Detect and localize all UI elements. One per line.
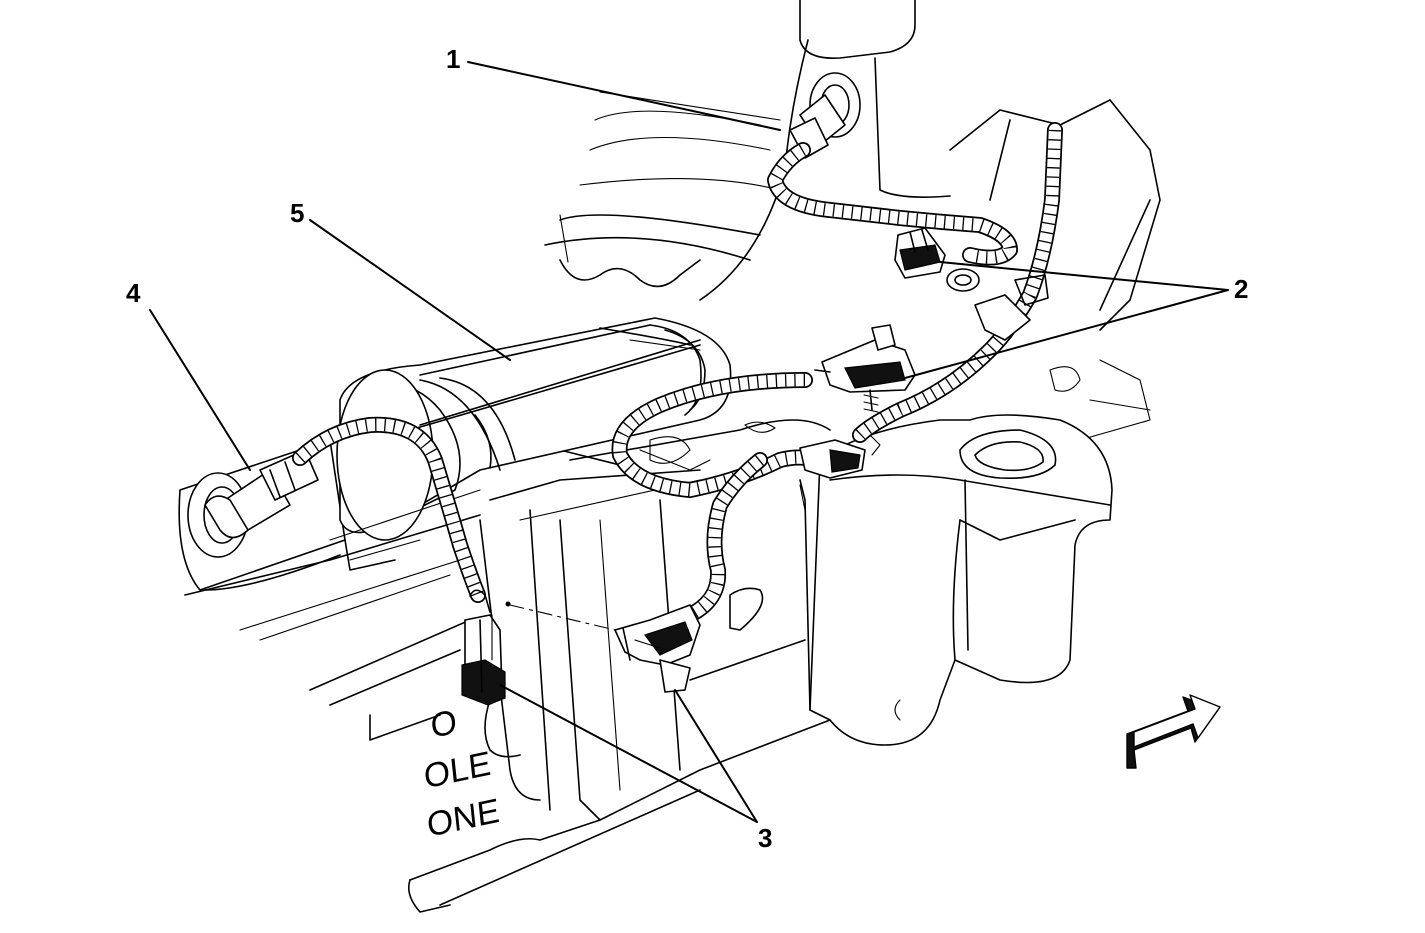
- connector-2-upper: [894, 227, 1049, 341]
- stencil-line-1: O: [429, 703, 459, 746]
- vehicle-underbody: [184, 0, 1161, 913]
- connector-3-left: [461, 589, 506, 706]
- connector-2-middle: [814, 324, 916, 413]
- callout-1: 1: [446, 44, 460, 74]
- front-direction-arrow-icon: [1126, 694, 1221, 769]
- callout-3: 3: [758, 823, 772, 853]
- callout-4: 4: [126, 278, 141, 308]
- wiring-harness: [292, 122, 1063, 758]
- stencil-line-3: ONE: [425, 792, 501, 845]
- callout-5: 5: [290, 198, 304, 228]
- tank-stencil: O OLE ONE: [422, 703, 501, 845]
- callout-2: 2: [1234, 274, 1248, 304]
- connector-3-right: [505, 601, 701, 693]
- oxygen-sensor-1: [789, 72, 861, 159]
- connector-inline: [799, 434, 881, 479]
- stencil-line-2: OLE: [422, 744, 493, 796]
- leader-lines: [149, 61, 1229, 823]
